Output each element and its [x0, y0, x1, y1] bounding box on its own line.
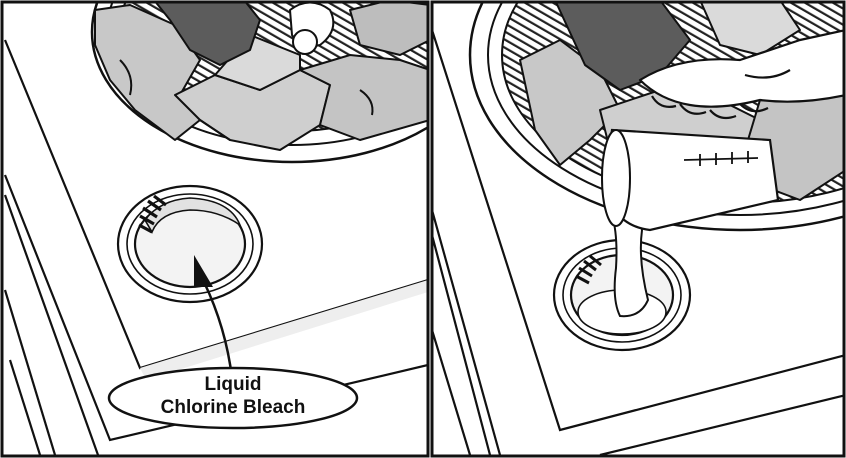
right-panel: [432, 0, 846, 455]
callout-label: Liquid Chlorine Bleach: [109, 368, 357, 428]
bleach-dispenser-left: [118, 186, 262, 302]
left-panel: Liquid Chlorine Bleach: [3, 0, 492, 455]
callout-line-1: Liquid: [205, 374, 262, 395]
callout-line-2: Chlorine Bleach: [161, 397, 306, 418]
